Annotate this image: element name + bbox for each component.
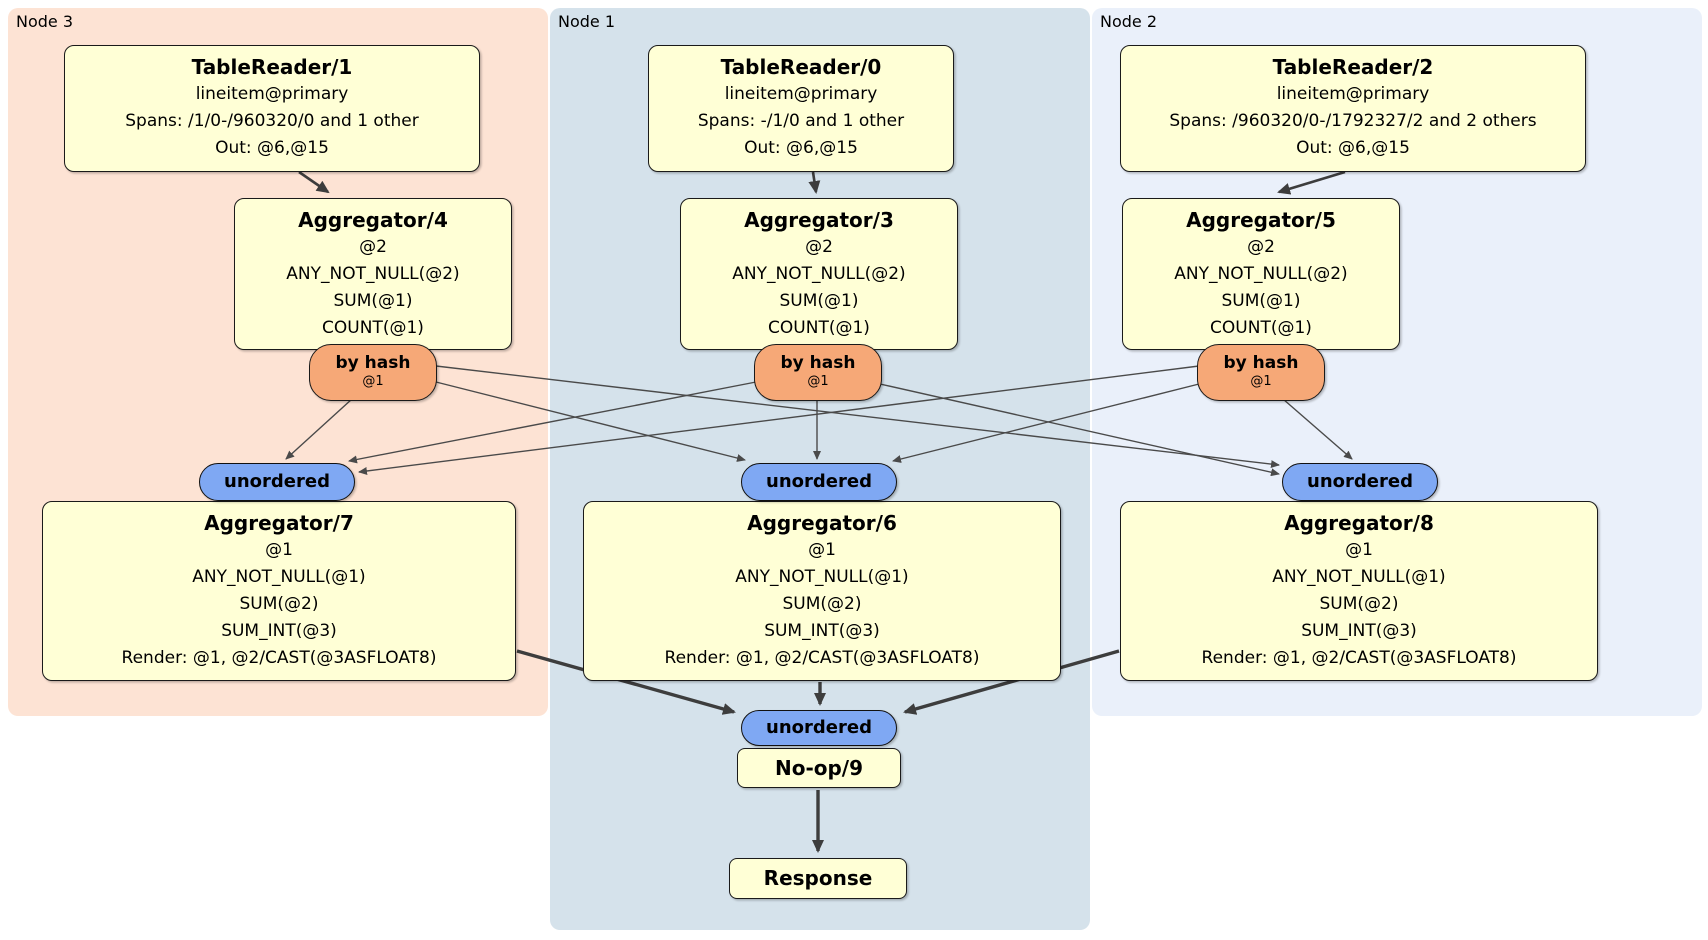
processor-tablereader-0: TableReader/0 lineitem@primary Spans: -/… [648, 45, 954, 172]
processor-line: ANY_NOT_NULL(@2) [1174, 264, 1348, 284]
processor-line: lineitem@primary [1276, 84, 1430, 104]
sync-unordered-8: unordered [1282, 463, 1438, 501]
processor-line: SUM(@2) [1319, 594, 1399, 614]
processor-line: ANY_NOT_NULL(@1) [735, 567, 909, 587]
edge-aggregator8-final-unordered [903, 649, 1120, 715]
processor-title: Aggregator/4 [298, 208, 448, 232]
region-label-node3: Node 3 [16, 12, 74, 31]
processor-line: SUM_INT(@3) [764, 621, 880, 641]
processor-title: Aggregator/5 [1186, 208, 1336, 232]
processor-tablereader-1: TableReader/1 lineitem@primary Spans: /1… [64, 45, 480, 172]
processor-line: @1 [1345, 540, 1373, 560]
processor-line: COUNT(@1) [768, 318, 870, 338]
router-detail: @1 [1250, 374, 1272, 389]
processor-line: SUM(@1) [333, 291, 413, 311]
processor-line: Render: @1, @2/CAST(@3ASFLOAT8) [664, 648, 980, 668]
processor-line: SUM_INT(@3) [221, 621, 337, 641]
processor-line: SUM(@2) [239, 594, 319, 614]
processor-aggregator-3: Aggregator/3 @2 ANY_NOT_NULL(@2) SUM(@1)… [680, 198, 958, 350]
processor-line: @2 [805, 237, 833, 257]
edge-byhash3-unordered8 [879, 383, 1280, 477]
edge-tablereader0-aggregator3 [808, 171, 821, 194]
sync-unordered-6: unordered [741, 463, 897, 501]
router-label: by hash [780, 353, 856, 373]
processor-line: Out: @6,@15 [1296, 138, 1410, 158]
edge-tablereader2-aggregator5 [1277, 170, 1346, 195]
processor-line: Render: @1, @2/CAST(@3ASFLOAT8) [121, 648, 437, 668]
processor-line: lineitem@primary [724, 84, 878, 104]
router-detail: @1 [807, 374, 829, 389]
processor-aggregator-5: Aggregator/5 @2 ANY_NOT_NULL(@2) SUM(@1)… [1122, 198, 1400, 350]
processor-line: ANY_NOT_NULL(@2) [732, 264, 906, 284]
region-label-node1: Node 1 [558, 12, 616, 31]
processor-line: lineitem@primary [195, 84, 349, 104]
processor-line: ANY_NOT_NULL(@2) [286, 264, 460, 284]
processor-line: @1 [265, 540, 293, 560]
processor-title: TableReader/2 [1272, 55, 1434, 79]
processor-aggregator-6: Aggregator/6 @1 ANY_NOT_NULL(@1) SUM(@2)… [583, 501, 1061, 681]
processor-title: TableReader/0 [720, 55, 882, 79]
edge-byhash3-unordered7 [348, 381, 757, 464]
processor-aggregator-4: Aggregator/4 @2 ANY_NOT_NULL(@2) SUM(@1)… [234, 198, 512, 350]
edge-byhash5-unordered8 [1282, 398, 1353, 460]
router-detail: @1 [362, 374, 384, 389]
edge-byhash4-unordered8 [435, 365, 1280, 469]
processor-title: TableReader/1 [191, 55, 353, 79]
router-by-hash-3: by hash @1 [754, 344, 882, 401]
processor-line: SUM(@1) [779, 291, 859, 311]
edge-byhash5-unordered6 [892, 383, 1200, 463]
processor-line: Spans: /960320/0-/1792327/2 and 2 others [1169, 111, 1537, 131]
edge-aggregator7-final-unordered [516, 649, 736, 715]
response-box: Response [729, 858, 907, 899]
processor-line: Out: @6,@15 [215, 138, 329, 158]
processor-tablereader-2: TableReader/2 lineitem@primary Spans: /9… [1120, 45, 1586, 172]
processor-noop-9: No-op/9 [737, 748, 901, 788]
edge-tablereader1-aggregator4 [298, 170, 330, 194]
processor-title: Aggregator/3 [744, 208, 894, 232]
sync-unordered-final: unordered [741, 710, 897, 746]
processor-title: Aggregator/6 [747, 511, 897, 535]
router-label: by hash [1223, 353, 1299, 373]
edge-byhash4-unordered7 [285, 398, 353, 460]
processor-line: SUM(@1) [1221, 291, 1301, 311]
sync-unordered-7: unordered [199, 463, 355, 501]
processor-line: Out: @6,@15 [744, 138, 858, 158]
edge-byhash5-unordered7 [358, 365, 1200, 475]
processor-title: Aggregator/8 [1284, 511, 1434, 535]
processor-line: Spans: /1/0-/960320/0 and 1 other [125, 111, 419, 131]
edge-byhash4-unordered6 [435, 381, 746, 462]
processor-line: @2 [359, 237, 387, 257]
processor-line: SUM(@2) [782, 594, 862, 614]
processor-line: COUNT(@1) [1210, 318, 1312, 338]
processor-line: COUNT(@1) [322, 318, 424, 338]
processor-line: @2 [1247, 237, 1275, 257]
processor-line: @1 [808, 540, 836, 560]
processor-line: ANY_NOT_NULL(@1) [1272, 567, 1446, 587]
processor-line: SUM_INT(@3) [1301, 621, 1417, 641]
processor-title: Aggregator/7 [204, 511, 354, 535]
processor-aggregator-8: Aggregator/8 @1 ANY_NOT_NULL(@1) SUM(@2)… [1120, 501, 1598, 681]
processor-line: Render: @1, @2/CAST(@3ASFLOAT8) [1201, 648, 1517, 668]
region-label-node2: Node 2 [1100, 12, 1158, 31]
processor-line: ANY_NOT_NULL(@1) [192, 567, 366, 587]
processor-line: Spans: -/1/0 and 1 other [697, 111, 905, 131]
router-by-hash-4: by hash @1 [309, 344, 437, 401]
router-by-hash-5: by hash @1 [1197, 344, 1325, 401]
processor-aggregator-7: Aggregator/7 @1 ANY_NOT_NULL(@1) SUM(@2)… [42, 501, 516, 681]
router-label: by hash [335, 353, 411, 373]
